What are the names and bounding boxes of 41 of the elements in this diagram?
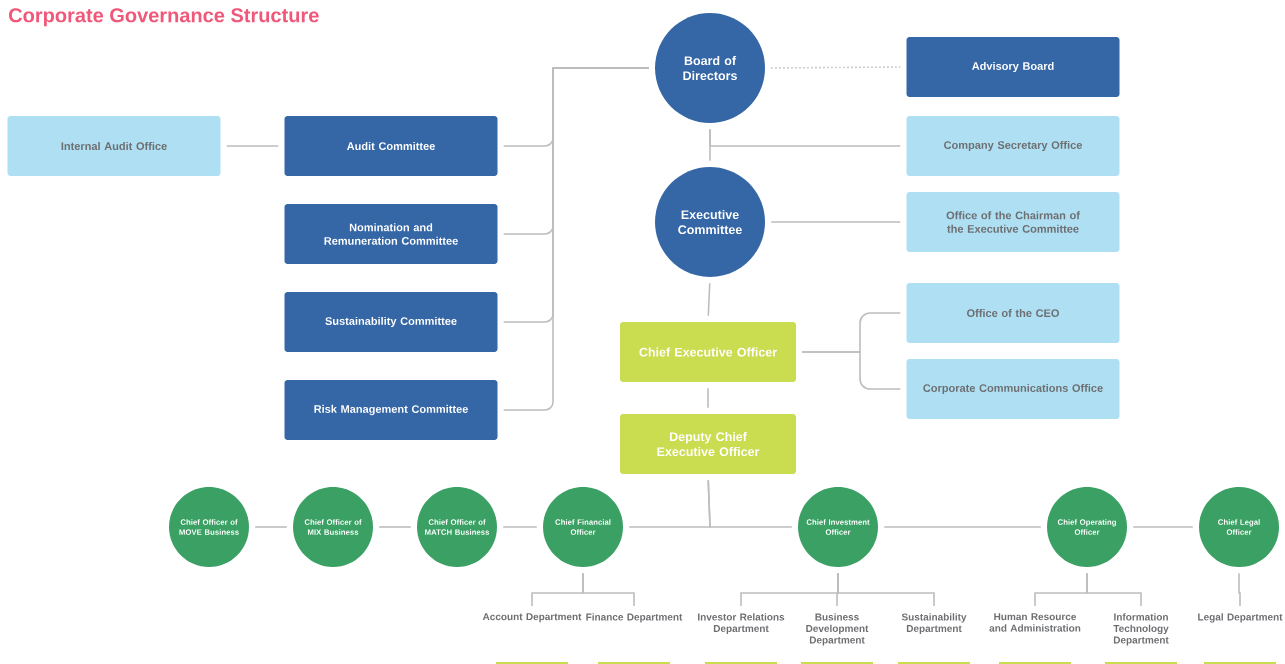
- department-label: Finance Department: [586, 613, 683, 623]
- office-box: Corporate Communications Office: [906, 359, 1120, 419]
- circle-node: Board of Directors: [655, 13, 765, 123]
- office-box: Office of the CEO: [906, 283, 1120, 343]
- connector-line: [707, 282, 711, 317]
- connector-line: [502, 526, 538, 528]
- connector-line: [770, 66, 902, 69]
- circle-node: Executive Committee: [655, 167, 765, 277]
- connector-line: [1086, 572, 1142, 607]
- department-label: Business Development Department: [806, 613, 869, 646]
- connector-line: [707, 479, 793, 528]
- connector-line: [1238, 572, 1241, 607]
- department-label: Investor Relations Department: [698, 613, 785, 634]
- title: Corporate Governance Structure: [9, 8, 319, 27]
- connector-line: [707, 387, 709, 409]
- connector-line: [1132, 526, 1194, 528]
- office-box: Office of the Chairman of the Executive Committee: [906, 192, 1120, 252]
- office-box: Company Secretary Office: [906, 116, 1120, 176]
- department-label: Information Technology Department: [1113, 613, 1169, 646]
- connector-line: [254, 526, 288, 528]
- committee-box: Risk Management Committee: [284, 380, 498, 440]
- department-label: Sustainability Department: [901, 613, 967, 634]
- connector-line: [801, 351, 902, 390]
- connector-line: [709, 128, 711, 162]
- committee-box: Nomination and Remuneration Committee: [284, 204, 498, 264]
- department-label: Account Department: [482, 613, 582, 623]
- committee-box: Audit Committee: [284, 116, 498, 176]
- executive-box: Deputy Chief Executive Officer: [620, 414, 796, 474]
- connector-line: [225, 145, 280, 147]
- committee-box: Advisory Board: [906, 37, 1120, 97]
- connector-line: [770, 221, 902, 223]
- connector-line: [502, 67, 650, 411]
- connector-line: [883, 526, 1042, 528]
- executive-box: Chief Executive Officer: [620, 322, 796, 382]
- department-label: Legal Department: [1198, 613, 1283, 623]
- connector-line: [837, 572, 935, 607]
- committee-box: Sustainability Committee: [284, 292, 498, 352]
- office-box: Internal Audit Office: [7, 116, 221, 176]
- connector-line: [378, 526, 412, 528]
- connector-line: [582, 572, 635, 607]
- department-label: Human Resource and Administration: [989, 613, 1081, 632]
